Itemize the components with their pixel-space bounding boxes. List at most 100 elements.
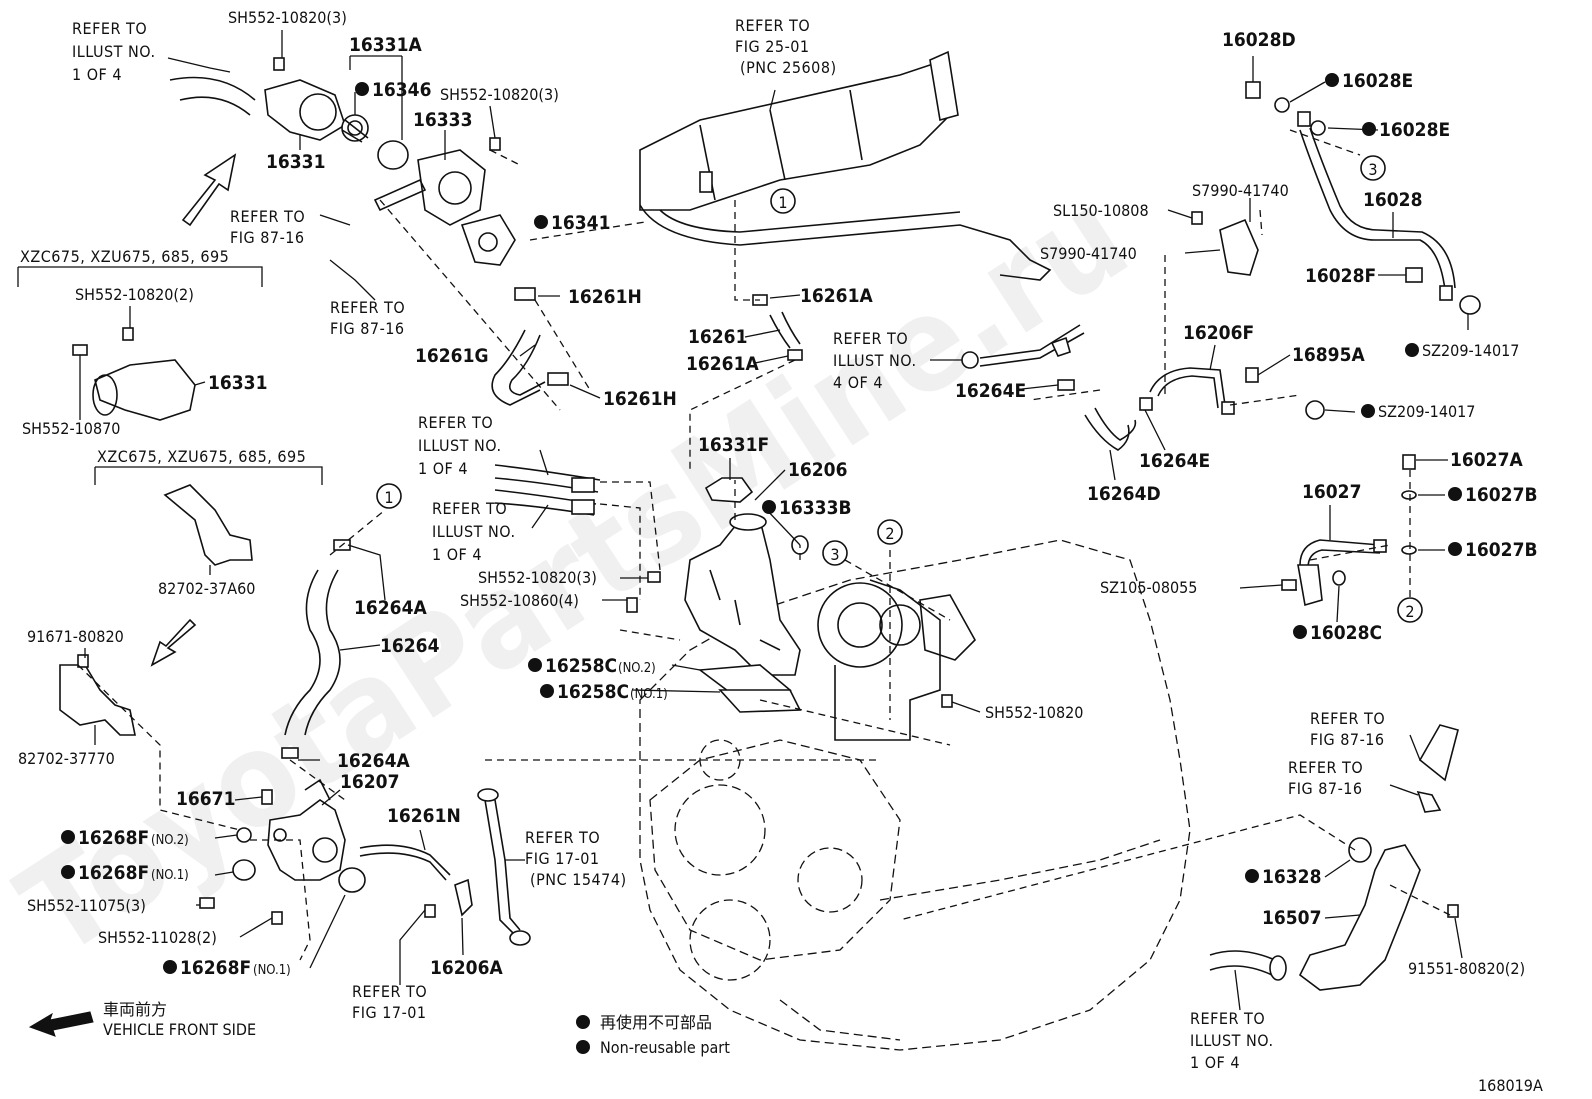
part-label: 16264D: [1087, 483, 1161, 505]
part-label: SH552-10860(4): [460, 591, 579, 610]
part-label: 16264: [380, 635, 440, 657]
svg-text:16028E: 16028E: [1342, 70, 1413, 92]
part-label: 16671: [176, 788, 235, 810]
part-label: 16264A: [337, 750, 410, 772]
part-label: SH552-10870: [22, 419, 120, 438]
connection-marker: 2: [877, 519, 903, 545]
water-outlet-16206: [626, 477, 953, 713]
pipe-16028: [1245, 81, 1481, 315]
part-label: 16261A: [800, 285, 873, 307]
front-direction-arrow-icon: [28, 1011, 94, 1037]
part-label: 16206F: [1183, 322, 1254, 344]
non-reusable-dot: [762, 500, 776, 514]
svg-text:16258C: 16258C: [557, 681, 629, 703]
svg-text:(NO.2): (NO.2): [151, 833, 189, 848]
engine-block-outline: [639, 539, 1191, 1051]
part-label: 16027B: [1448, 539, 1538, 561]
non-reusable-dot: [540, 684, 554, 698]
vehicle-front-jp: 車両前方: [103, 1000, 167, 1019]
connection-marker: 1: [376, 483, 402, 509]
svg-text:16028E: 16028E: [1379, 119, 1450, 141]
non-reusable-dot: [528, 658, 542, 672]
connection-marker: 1: [770, 188, 796, 214]
svg-text:1: 1: [384, 488, 393, 507]
non-reusable-dot: [1361, 404, 1375, 418]
part-label: 16258C(NO.1): [540, 681, 668, 703]
non-reusable-dot: [1362, 122, 1376, 136]
part-label: 82702-37770: [18, 749, 115, 768]
part-labels: SH552-10820(3) 16331A 16346 SH552-10820(…: [18, 8, 1538, 979]
tube-fig17: [477, 788, 531, 946]
non-reusable-dot: [1293, 625, 1307, 639]
part-label: 16261A: [686, 353, 759, 375]
part-label: 16264E: [955, 380, 1026, 402]
svg-text:SZ209-14017: SZ209-14017: [1378, 402, 1475, 421]
gasket-16331a: [377, 140, 409, 170]
vehicle-front-indicator: 車両前方 VEHICLE FRONT SIDE: [28, 1000, 256, 1039]
part-label: SZ209-14017: [1405, 341, 1519, 360]
svg-text:3: 3: [1368, 160, 1377, 179]
part-label: 16268F(NO.1): [61, 862, 189, 884]
svg-text:16341: 16341: [551, 212, 610, 234]
pipe-16027: [1281, 454, 1417, 607]
variant-label: XZC675, XZU675, 685, 695: [97, 447, 306, 466]
non-reusable-dot: [1448, 487, 1462, 501]
turbocharger-outline: [817, 579, 976, 741]
non-reusable-dot: [1448, 542, 1462, 556]
part-label: 91671-80820: [27, 627, 124, 646]
part-label: 91551-80820(2): [1408, 959, 1525, 978]
part-label: 16346: [355, 79, 431, 101]
part-label: 16331F: [698, 434, 769, 456]
svg-text:3: 3: [830, 545, 839, 564]
svg-text:(NO.1): (NO.1): [151, 868, 189, 883]
bracket-82702-37a60: [163, 484, 253, 566]
non-reusable-dot: [1245, 869, 1259, 883]
svg-text:16328: 16328: [1262, 866, 1321, 888]
part-label: SH552-11028(2): [98, 928, 217, 947]
svg-text:16027B: 16027B: [1465, 484, 1538, 506]
svg-text:SZ209-14017: SZ209-14017: [1422, 341, 1519, 360]
bracket-82702-37770: [59, 654, 136, 736]
part-label: 16268F(NO.1): [163, 957, 291, 979]
part-label: 16264A: [354, 597, 427, 619]
part-label: SH552-10820(2): [75, 285, 194, 304]
part-label: 16027B: [1448, 484, 1538, 506]
part-label: 16028D: [1222, 29, 1296, 51]
svg-text:(NO.1): (NO.1): [253, 963, 291, 978]
part-label: 16268F(NO.2): [61, 827, 189, 849]
non-reusable-dot: [61, 830, 75, 844]
legend-jp: 再使用不可部品: [600, 1013, 712, 1032]
legend-en: Non-reusable part: [600, 1038, 730, 1057]
part-label: 16328: [1245, 866, 1321, 888]
non-reusable-dot: [1405, 343, 1419, 357]
pipe-16261n: [359, 844, 473, 918]
part-label: SL150-10808: [1053, 201, 1149, 220]
diagram-id: 168019A: [1478, 1076, 1543, 1095]
variant-label: XZC675, XZU675, 685, 695: [20, 247, 229, 266]
part-label: 16331A: [349, 34, 422, 56]
non-reusable-dot: [355, 82, 369, 96]
svg-text:(NO.1): (NO.1): [630, 687, 668, 702]
svg-text:16346: 16346: [372, 79, 431, 101]
part-label: SH552-10820(3): [440, 85, 559, 104]
part-label: 16258C(NO.2): [528, 655, 656, 677]
connection-marker: 3: [1360, 155, 1386, 181]
part-label: SH552-10820: [985, 703, 1083, 722]
part-label: 16027A: [1450, 449, 1523, 471]
dashed-connections: [77, 129, 1451, 961]
variant-housing-16331: [72, 327, 196, 421]
legend: 再使用不可部品 Non-reusable part: [576, 1013, 730, 1057]
vehicle-front-en: VEHICLE FRONT SIDE: [103, 1020, 256, 1039]
part-label: 16333: [413, 109, 472, 131]
thermostat-16346: [341, 114, 369, 143]
pipe-16264e: [961, 324, 1137, 451]
